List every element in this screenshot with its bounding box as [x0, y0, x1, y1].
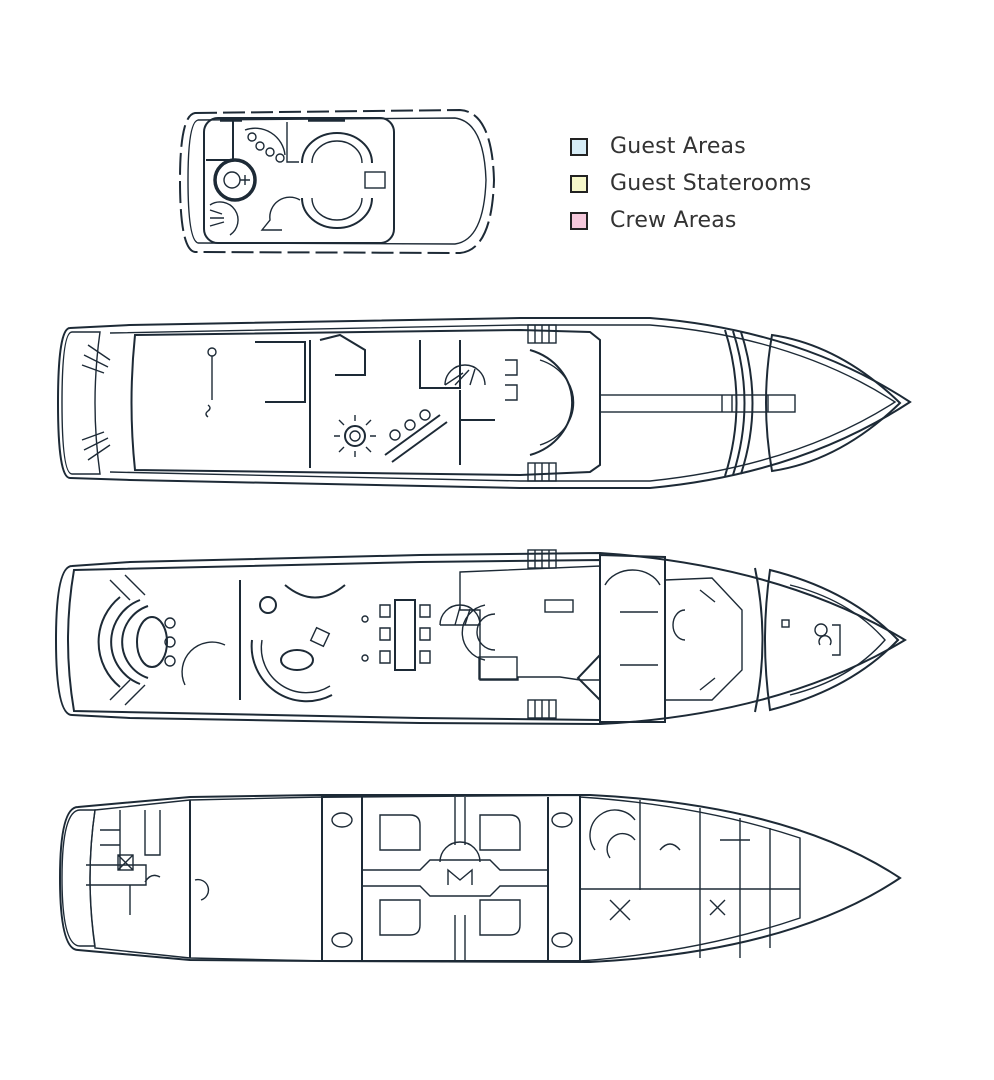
main-deck: [54, 549, 907, 726]
crew-areas-swatch: [570, 211, 588, 230]
lower-guest-staterooms: [321, 793, 581, 962]
lower-deck: [58, 793, 902, 964]
main-guest-aft: [67, 558, 601, 722]
legend-item-crew-areas: Crew Areas: [570, 202, 811, 239]
sun-deck-guest-area: [203, 117, 395, 244]
legend: Guest Areas Guest Staterooms Crew Areas: [570, 128, 811, 239]
legend-item-guest-areas: Guest Areas: [570, 128, 811, 165]
sun-deck: [178, 108, 496, 255]
bridge-deck: [56, 317, 912, 489]
legend-label: Guest Staterooms: [610, 171, 812, 196]
main-crew-area: [459, 565, 601, 681]
lower-crew-aft: [89, 796, 323, 962]
bridge-bow-deck: [765, 333, 902, 473]
lower-guest-corridor: [361, 859, 549, 897]
guest-staterooms-swatch: [570, 174, 588, 193]
main-forward-stateroom: [664, 577, 743, 701]
lower-crew-forward: [579, 796, 801, 962]
legend-label: Guest Areas: [610, 134, 746, 159]
main-guest-stateroom: [576, 553, 666, 723]
bridge-aft-deck: [61, 331, 101, 475]
legend-item-guest-staterooms: Guest Staterooms: [570, 165, 811, 202]
guest-areas-swatch: [570, 137, 588, 156]
legend-label: Crew Areas: [610, 208, 737, 233]
main-bow-deck: [764, 568, 900, 712]
